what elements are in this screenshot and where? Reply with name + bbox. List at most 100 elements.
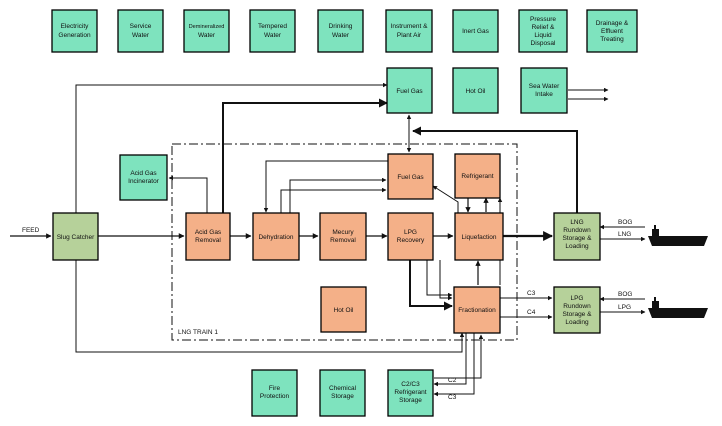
utility-label: Relief & — [532, 24, 555, 31]
process-label: Hot Oil — [334, 307, 354, 314]
utility-label: Incinerator — [128, 178, 160, 185]
c2-label: C2 — [448, 377, 457, 384]
utility-label: Generation — [58, 32, 91, 39]
process-label: Removal — [195, 237, 221, 244]
utility-label: Protection — [260, 393, 290, 400]
process-units: Acid Gas Removal Dehydration Mecury Remo… — [185, 153, 504, 334]
process-label: Removal — [330, 237, 356, 244]
fuel-gas-utility: Fuel Gas — [386, 67, 433, 114]
storage-label: Storage & — [563, 311, 593, 318]
utility-label: Sea Water — [529, 83, 560, 90]
storage-label: LPG — [570, 295, 583, 302]
storage-units: Slug Catcher LNG Rundown Storage & Loadi… — [52, 212, 601, 334]
utility-label: Instrument & — [391, 23, 429, 30]
utility-label: Intake — [535, 91, 553, 98]
utility-label: Chemical — [329, 385, 357, 392]
lng-train-boundary — [171, 143, 518, 341]
utility-label: Fuel Gas — [396, 88, 423, 95]
storage-label: Loading — [565, 243, 589, 250]
utility-label: Service — [130, 23, 152, 30]
utility-label: Demineralized — [189, 24, 225, 30]
lpg-out-label: LPG — [618, 304, 631, 311]
process-label: Fractionation — [458, 307, 496, 314]
utility-label: C2/C3 — [401, 381, 420, 388]
storage-label: Rundown — [563, 303, 591, 310]
lng-rundown-storage: LNG Rundown Storage & Loading — [553, 212, 601, 261]
utility-label: Liquid — [534, 32, 552, 39]
utility-demineralized-water: Demineralized Water — [183, 9, 230, 53]
utility-pressure-relief: Pressure Relief & Liquid Disposal — [518, 9, 568, 53]
dehydration: Dehydration — [252, 212, 300, 261]
utility-label: Storage — [399, 397, 422, 404]
lpg-recovery: LPG Recovery — [387, 212, 434, 261]
utility-label: Treating — [600, 36, 624, 43]
mercury-removal: Mecury Removal — [319, 212, 367, 261]
lpg-tanker-ship-icon — [648, 297, 708, 318]
process-label: Acid Gas — [195, 229, 222, 236]
utility-label: Disposal — [531, 40, 556, 47]
lng-train-label: LNG TRAIN 1 — [178, 329, 218, 336]
fractionation: Fractionation — [453, 286, 501, 334]
c2-c3-refrigerant-storage: C2/C3 Refrigerant Storage — [387, 369, 434, 417]
utility-tempered-water: Tempered Water — [249, 9, 296, 53]
process-label: Fuel Gas — [397, 174, 424, 181]
utility-label: Tempered — [258, 23, 287, 30]
lng-tanker-ship-icon — [648, 225, 708, 246]
utility-label: Water — [264, 32, 282, 39]
c4-label: C4 — [527, 309, 536, 316]
acid-gas-removal: Acid Gas Removal — [185, 212, 231, 261]
c3-bottom-label: C3 — [448, 394, 457, 401]
utility-label: Drinking — [329, 23, 353, 30]
bog-lpg-label: BOG — [618, 291, 632, 298]
utility-label: Storage — [331, 393, 354, 400]
process-label: Liquefaction — [461, 234, 496, 241]
c3-label: C3 — [527, 290, 536, 297]
storage-label: Storage & — [563, 235, 593, 242]
hot-oil-utility: Hot Oil — [452, 67, 499, 114]
utility-label: Water — [332, 32, 350, 39]
utility-label: Drainage & — [596, 20, 629, 27]
utility-label: Fire — [269, 385, 281, 392]
storage-label: LNG — [570, 219, 583, 226]
utility-label: Electricity — [61, 23, 90, 30]
utility-drinking-water: Drinking Water — [317, 9, 364, 53]
bottom-utilities: Fire Protection Chemical Storage C2/C3 R… — [251, 369, 434, 417]
utility-label: Acid Gas — [130, 170, 157, 177]
lpg-rundown-storage: LPG Rundown Storage & Loading — [553, 286, 601, 334]
utility-label: Water — [198, 32, 216, 39]
process-label: Mecury — [332, 229, 354, 236]
storage-label: Slug Catcher — [57, 234, 95, 241]
utility-label: Effluent — [601, 28, 623, 35]
utility-label: Plant Air — [397, 32, 422, 39]
utility-label: Water — [132, 32, 150, 39]
process-label: Recovery — [397, 237, 425, 244]
top-utilities: Electricity Generation Service Water Dem… — [51, 9, 638, 53]
sea-water-intake: Sea Water Intake — [520, 67, 568, 114]
utility-label: Refrigerant — [394, 389, 426, 396]
utility-drainage-effluent: Drainage & Effluent Treating — [586, 9, 638, 53]
process-label: LPG — [404, 229, 417, 236]
utility-label: Inert Gas — [462, 28, 489, 35]
storage-label: Rundown — [563, 227, 591, 234]
chemical-storage: Chemical Storage — [319, 369, 366, 417]
lng-out-label: LNG — [618, 231, 631, 238]
utility-label: Pressure — [530, 16, 556, 23]
utility-electricity-generation: Electricity Generation — [51, 9, 98, 53]
stream-labels: FEED BOG LNG BOG LPG C3 C4 C2 C3 — [22, 219, 632, 401]
process-label: Dehydration — [258, 234, 293, 241]
refrigerant: Refrigerant — [454, 153, 501, 199]
hot-oil-process: Hot Oil — [320, 286, 367, 333]
acid-gas-incinerator: Acid Gas Incinerator — [119, 154, 168, 201]
process-label: Refrigerant — [461, 173, 493, 180]
utility-inert-gas: Inert Gas — [452, 9, 499, 53]
slug-catcher: Slug Catcher — [52, 212, 99, 261]
fire-protection: Fire Protection — [251, 369, 298, 417]
utility-label: Hot Oil — [466, 88, 486, 95]
feed-label: FEED — [22, 227, 40, 234]
liquefaction: Liquefaction — [454, 212, 504, 261]
utility-instrument-plant-air: Instrument & Plant Air — [385, 9, 433, 53]
utility-service-water: Service Water — [117, 9, 164, 53]
storage-label: Loading — [565, 319, 589, 326]
fuel-gas-process: Fuel Gas — [387, 153, 434, 200]
